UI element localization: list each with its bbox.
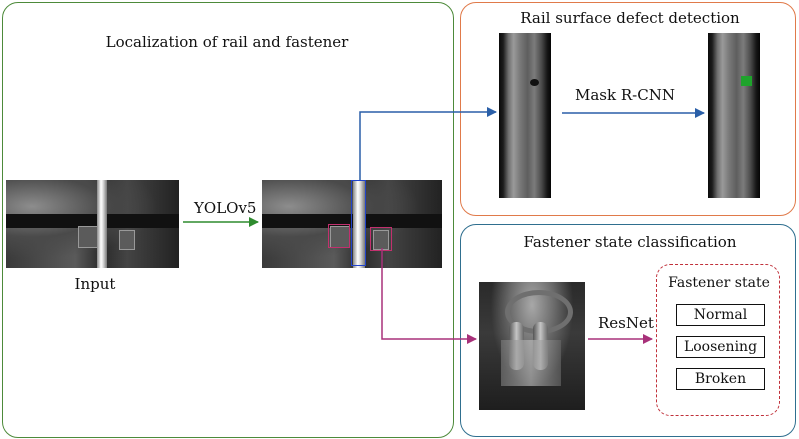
rail-defect-panel — [460, 2, 796, 216]
localization-panel — [2, 2, 454, 438]
mask-rcnn-label: Mask R-CNN — [575, 86, 675, 104]
rail-arrow — [359, 107, 497, 180]
defect-mask-marker — [741, 76, 752, 86]
state-broken: Broken — [676, 368, 765, 390]
rail-strip-output-image — [708, 33, 760, 198]
fastener-state-title: Fastener state — [668, 275, 770, 291]
yolo-label: YOLOv5 — [194, 199, 257, 217]
resnet-label: ResNet — [598, 314, 654, 332]
input-image — [6, 180, 179, 268]
state-loosening: Loosening — [676, 336, 765, 358]
detection-result-image — [262, 180, 442, 268]
fastener-arrow — [381, 248, 477, 344]
fastener-classification-title: Fastener state classification — [523, 233, 737, 251]
rail-bounding-box — [351, 180, 366, 266]
fastener-bounding-box-left — [328, 224, 350, 248]
fastener-state-box — [656, 264, 780, 416]
rail-defect-spot — [530, 79, 539, 86]
fastener-bounding-box-right — [370, 227, 392, 251]
fastener-crop-image — [479, 282, 585, 410]
state-normal: Normal — [676, 304, 765, 326]
rail-strip-input-image — [499, 33, 551, 198]
rail-defect-title: Rail surface defect detection — [520, 9, 740, 27]
localization-title: Localization of rail and fastener — [105, 33, 349, 51]
fastener-classification-panel — [460, 224, 796, 437]
input-label: Input — [74, 275, 116, 293]
